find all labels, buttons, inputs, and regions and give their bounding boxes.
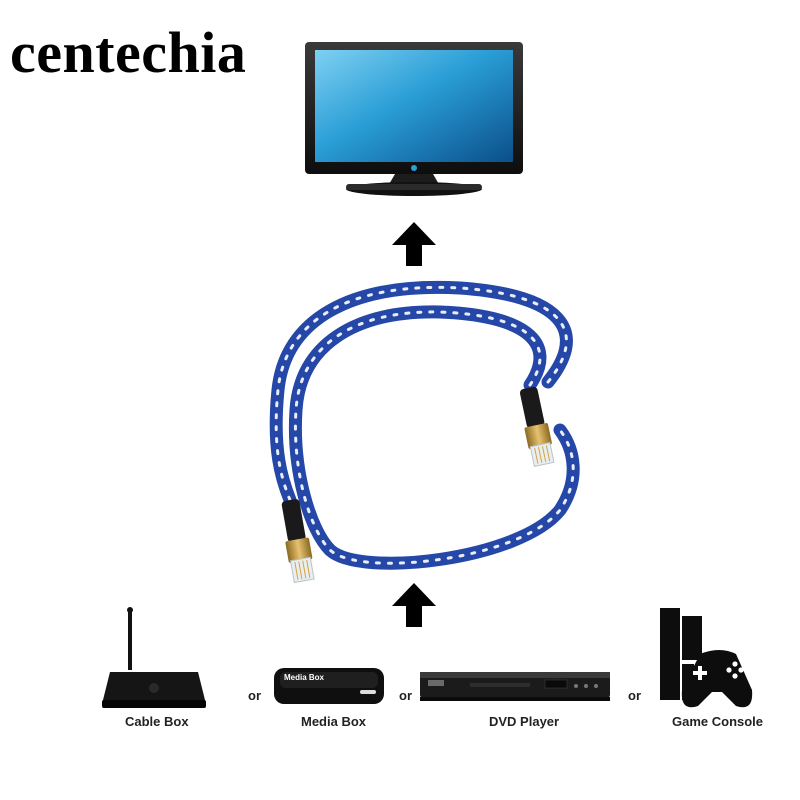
device-label-cable-box: Cable Box (125, 714, 189, 729)
rj45-connector-right (519, 386, 555, 467)
device-label-media-box: Media Box (301, 714, 367, 729)
arrow-up-icon (392, 222, 436, 266)
dvd-player-icon (420, 672, 610, 701)
tv-icon (305, 42, 523, 196)
media-box-icon (274, 668, 384, 704)
device-label-dvd-player: DVD Player (489, 714, 560, 729)
ethernet-cable-icon (269, 280, 580, 584)
device-label-game-console: Game Console (672, 714, 764, 729)
arrow-up-icon (392, 583, 436, 627)
separator-or: or (628, 688, 641, 703)
rj45-connector-left (281, 499, 315, 584)
separator-or: or (399, 688, 412, 703)
brand-logo-text: centechia (10, 20, 247, 85)
media-box-screen-text: Media Box (284, 673, 325, 682)
cable-box-icon (102, 607, 206, 708)
game-console-icon (660, 608, 753, 708)
separator-or: or (248, 688, 261, 703)
